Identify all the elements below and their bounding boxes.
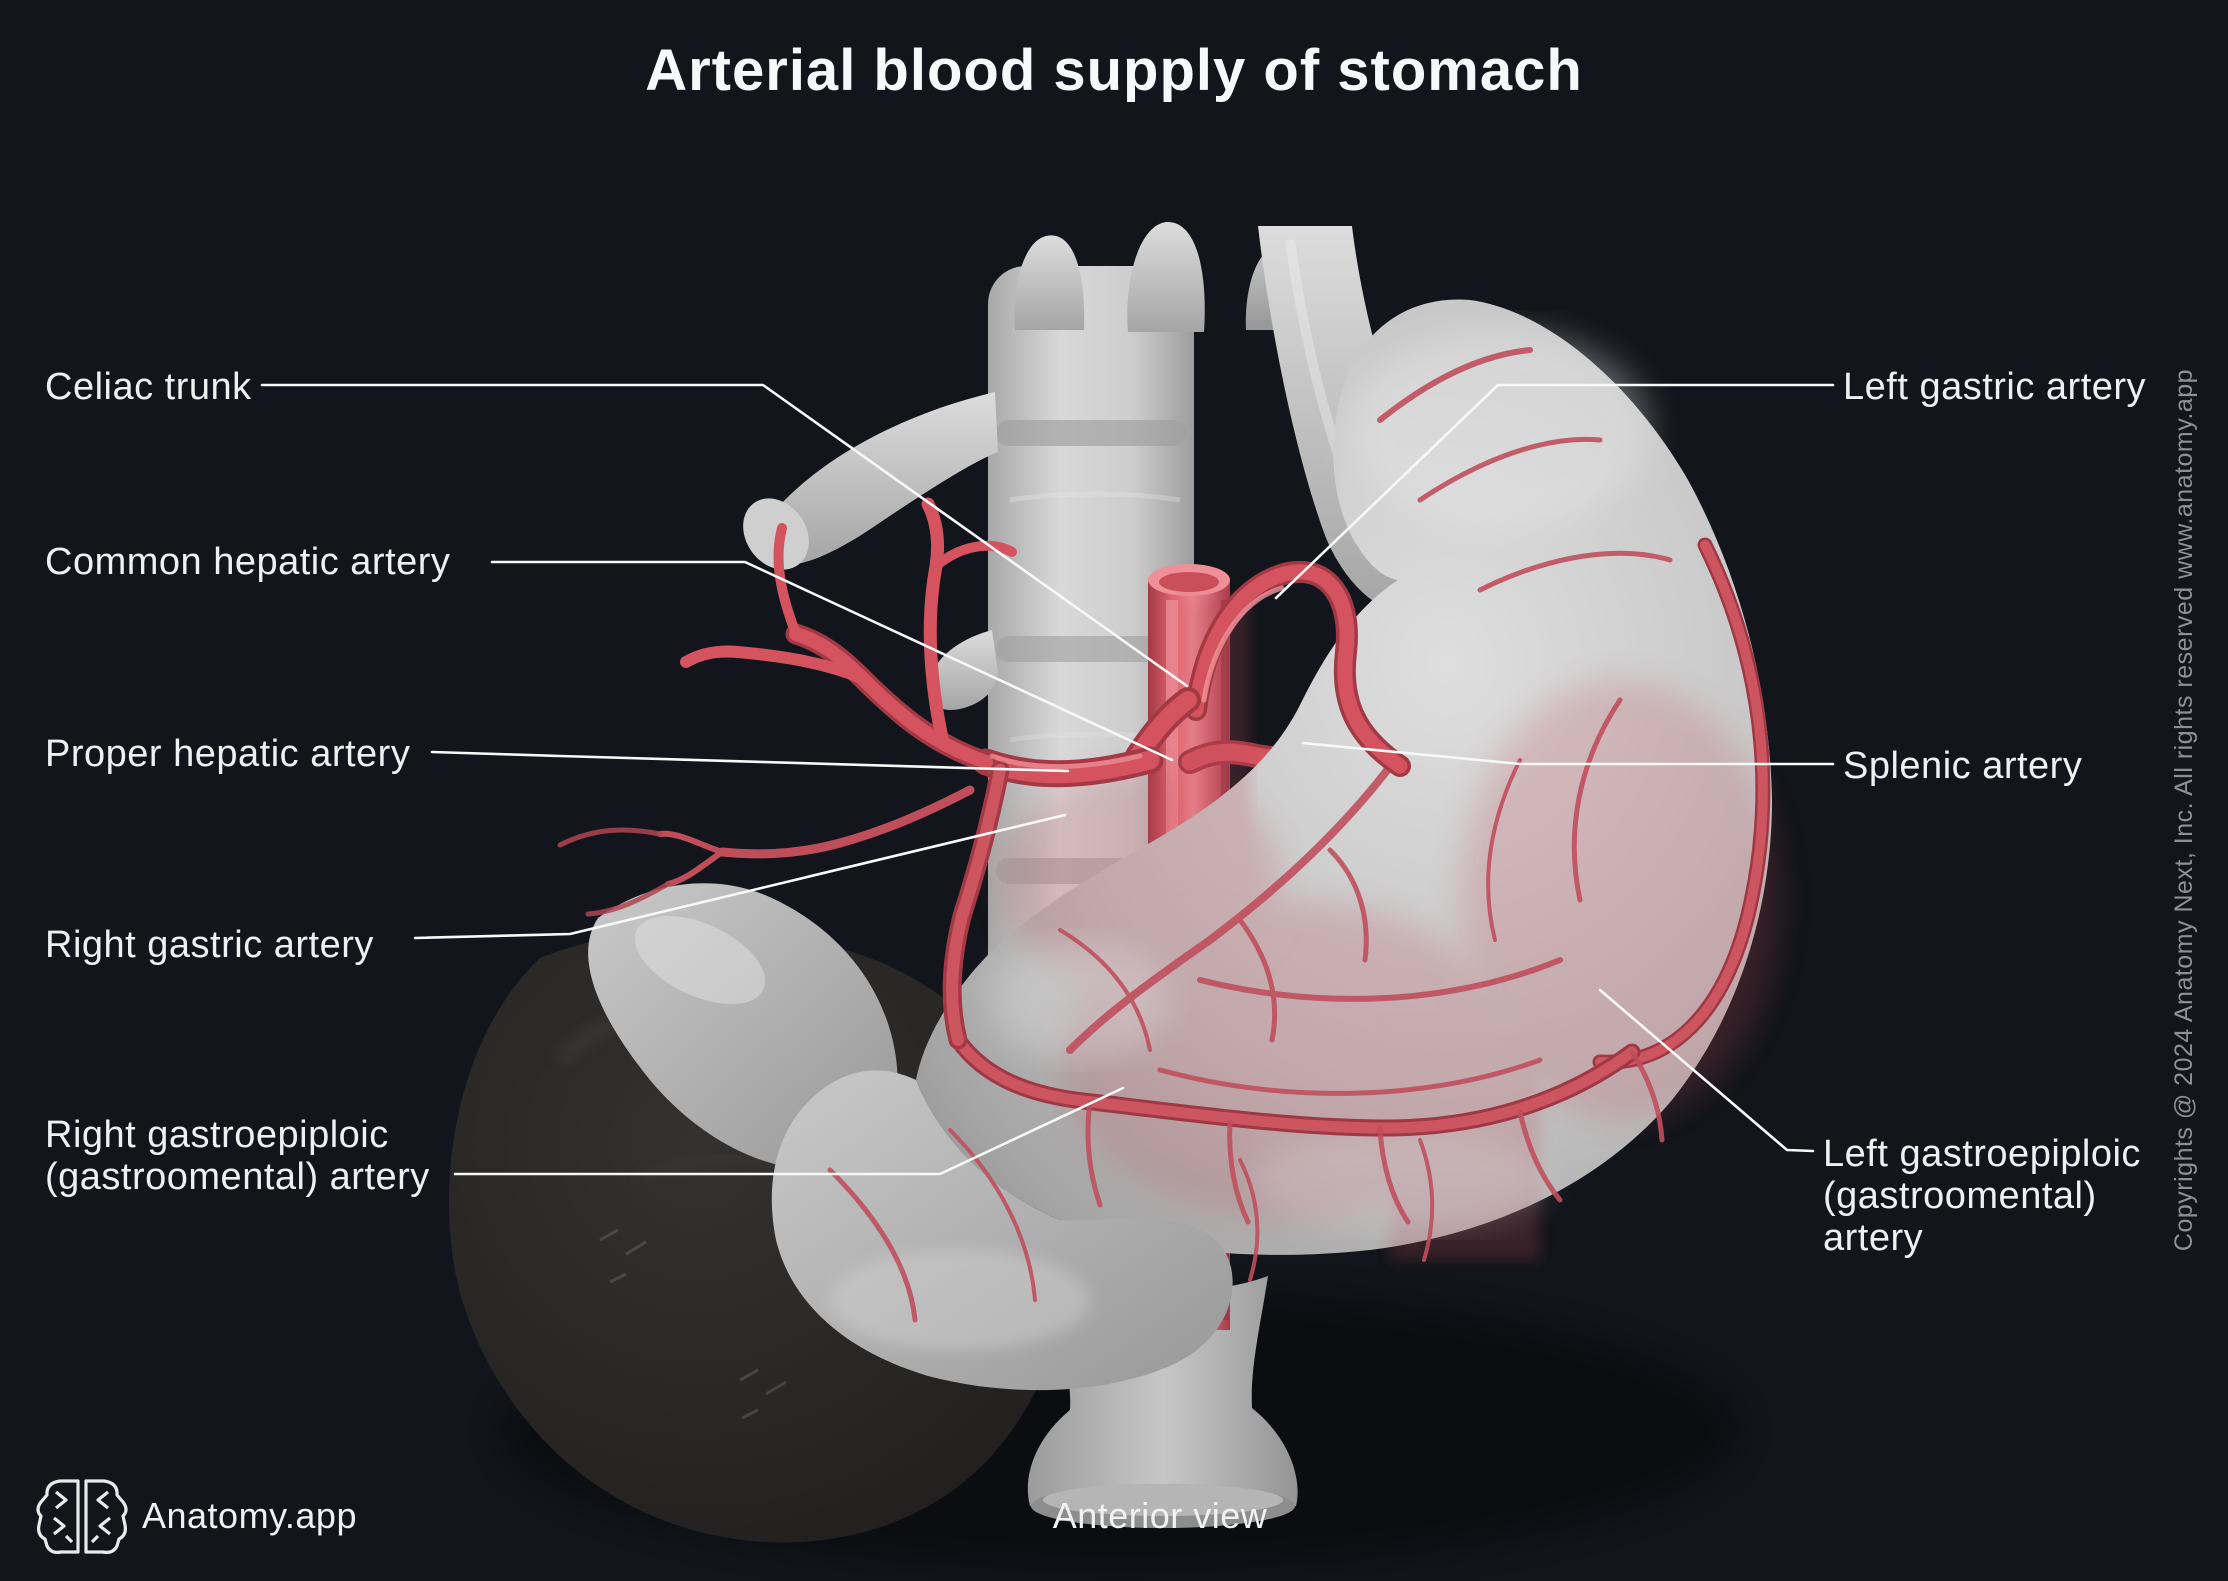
leader-common-hepatic: [490, 560, 1174, 762]
rib: [758, 392, 998, 566]
duodenum: [771, 1070, 1233, 1391]
leader-right-gastric: [413, 813, 1067, 940]
view-label: Anterior view: [1053, 1495, 1268, 1536]
label-left-gastroepiploic-line2: (gastroomental): [1823, 1175, 2097, 1217]
footer: Anatomy.app Anterior view: [36, 1479, 1268, 1554]
leader-left-gastroepiploic: [1598, 988, 1815, 1153]
label-common-hepatic-artery: Common hepatic artery: [45, 541, 450, 583]
leader-celiac-trunk: [260, 383, 1189, 688]
label-left-gastroepiploic-line1: Left gastroepiploic: [1823, 1133, 2141, 1175]
leader-right-gastroepiploic: [453, 1086, 1125, 1176]
brain-logo-icon: [36, 1479, 128, 1554]
label-right-gastroepiploic-line1: Right gastroepiploic: [45, 1114, 389, 1156]
label-left-gastric-artery: Left gastric artery: [1843, 366, 2146, 408]
label-splenic-artery: Splenic artery: [1843, 745, 2082, 787]
stomach-surface-vessels: [827, 347, 1673, 1323]
label-celiac-trunk: Celiac trunk: [45, 366, 252, 408]
label-proper-hepatic-artery: Proper hepatic artery: [45, 733, 410, 775]
page-title: Arterial blood supply of stomach: [645, 38, 1583, 103]
label-right-gastric-artery: Right gastric artery: [45, 924, 374, 966]
leader-left-gastric: [1274, 383, 1835, 600]
leader-splenic: [1301, 741, 1835, 766]
brand-name: Anatomy.app: [142, 1495, 357, 1536]
gastroepiploic-arteries: [949, 537, 1771, 1225]
copyright-text: Copyrights @ 2024 Anatomy Next, Inc. All…: [2170, 369, 2198, 1251]
leader-lines: [260, 383, 1835, 1176]
leader-proper-hepatic: [430, 750, 1070, 773]
label-left-gastroepiploic-line3: artery: [1823, 1217, 1923, 1259]
celiac-arterial-tree: [557, 497, 1411, 1050]
label-right-gastroepiploic-line2: (gastroomental) artery: [45, 1156, 430, 1198]
